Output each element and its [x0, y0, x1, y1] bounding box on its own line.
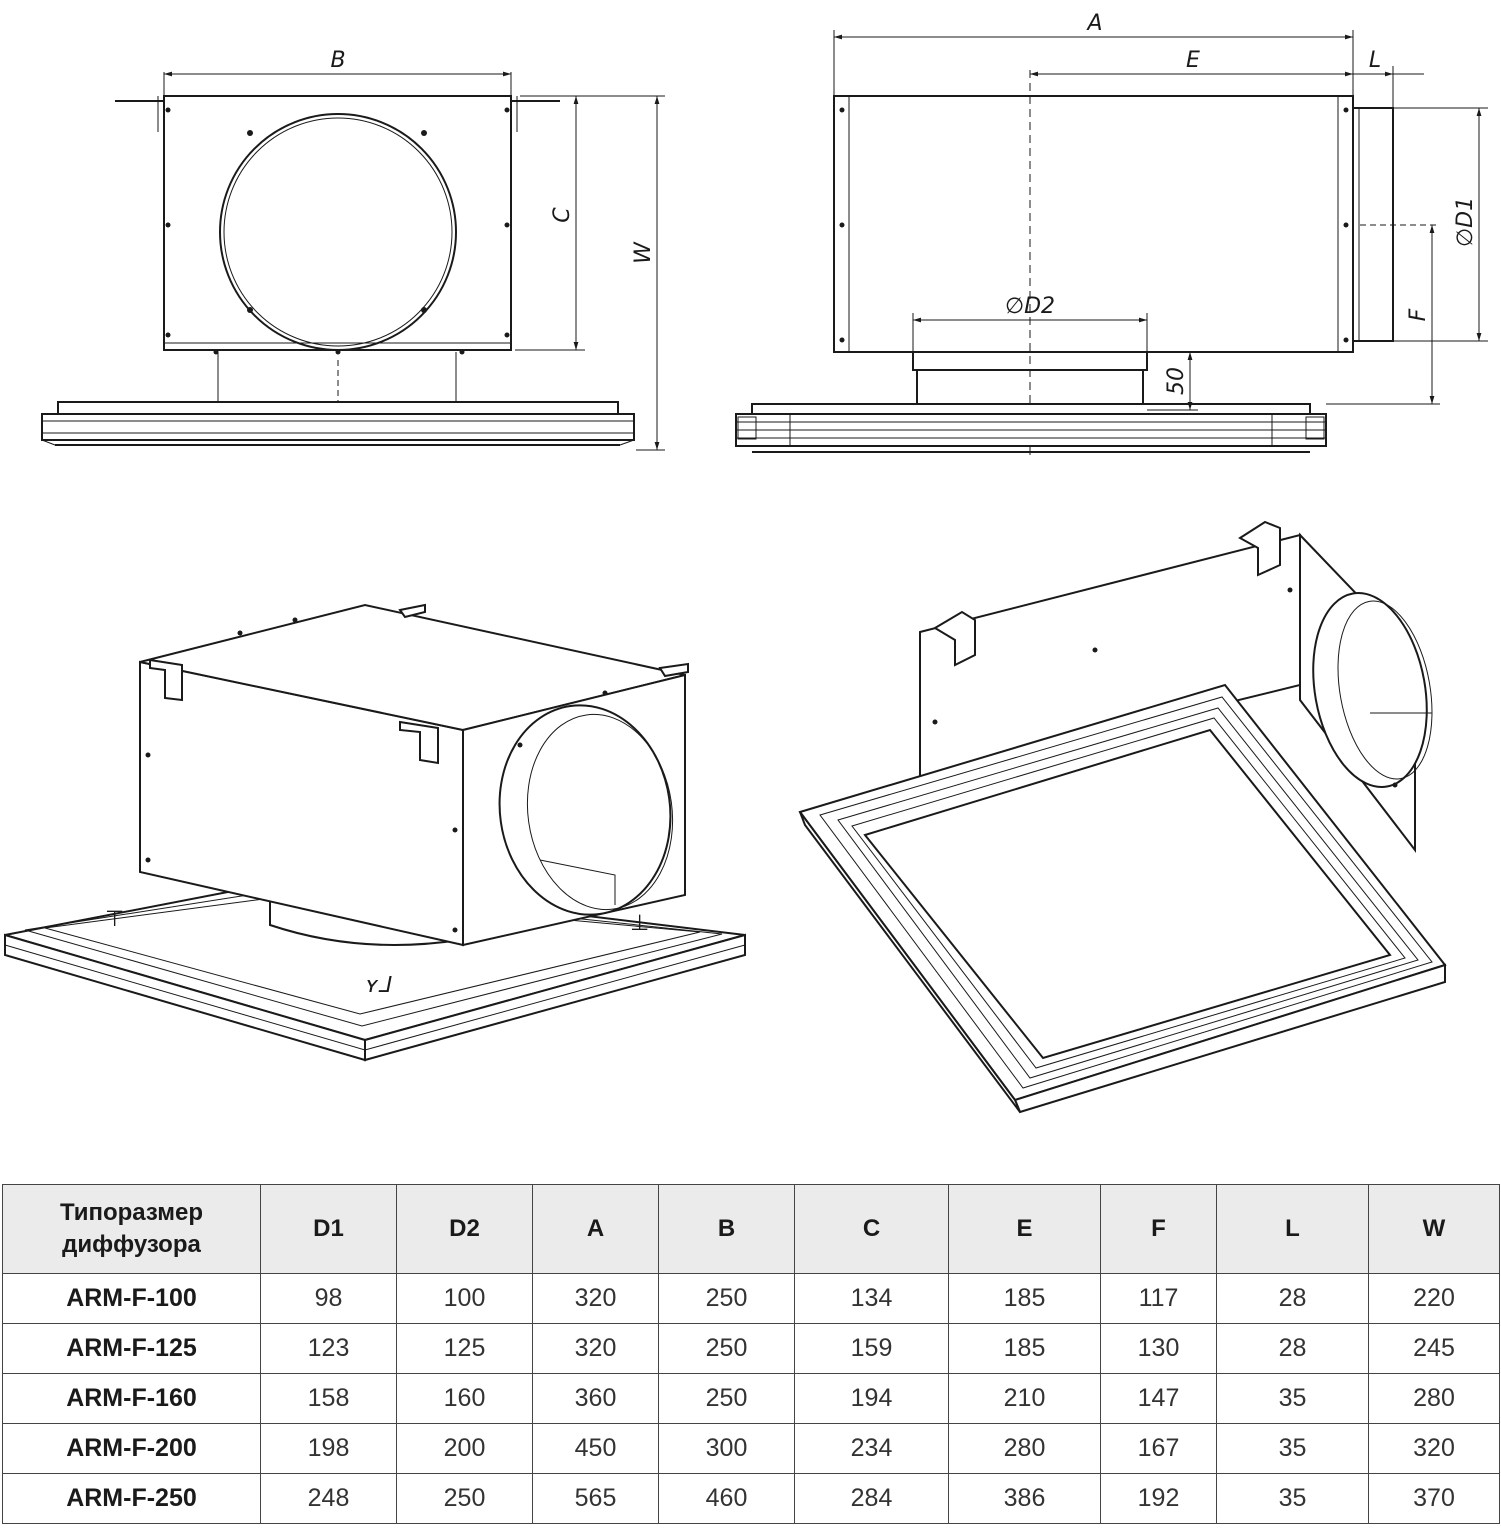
- cell-a: 320: [532, 1323, 659, 1374]
- table-row: ARM-F-100 98 100 320 250 134 185 117 28 …: [2, 1273, 1500, 1324]
- dim-label-a: A: [1085, 11, 1102, 36]
- cell-model: ARM-F-125: [2, 1323, 261, 1374]
- cell-d1: 123: [260, 1323, 397, 1374]
- cell-f: 130: [1100, 1323, 1217, 1374]
- dim-label-d1: ∅D1: [1453, 197, 1478, 247]
- cell-model: ARM-F-200: [2, 1423, 261, 1474]
- isometric-view-top: ⊤ ⊥ ʏ⅃: [4, 603, 746, 1062]
- cell-b: 460: [658, 1473, 795, 1524]
- cell-d2: 125: [396, 1323, 533, 1374]
- cell-w: 280: [1368, 1373, 1500, 1424]
- cell-d1: 98: [260, 1273, 397, 1324]
- front-view: B C W: [41, 48, 665, 451]
- cell-b: 250: [658, 1373, 795, 1424]
- cell-model: ARM-F-160: [2, 1373, 261, 1424]
- diameter-symbol: ∅: [1453, 228, 1478, 247]
- table-header-row: Типоразмер диффузора D1 D2 A B C E F L W: [2, 1184, 1500, 1274]
- header-d1: D1: [260, 1184, 397, 1274]
- cell-a: 450: [532, 1423, 659, 1474]
- cell-e: 210: [948, 1373, 1101, 1424]
- cell-w: 220: [1368, 1273, 1500, 1324]
- header-l: L: [1216, 1184, 1369, 1274]
- cell-model: ARM-F-100: [2, 1273, 261, 1324]
- header-b: B: [658, 1184, 795, 1274]
- header-f: F: [1100, 1184, 1217, 1274]
- cell-b: 250: [658, 1323, 795, 1374]
- header-e: E: [948, 1184, 1101, 1274]
- cell-e: 185: [948, 1323, 1101, 1374]
- dim-label-w: W: [631, 241, 656, 264]
- dimensions-table: Типоразмер диффузора D1 D2 A B C E F L W…: [2, 1184, 1500, 1524]
- cell-f: 192: [1100, 1473, 1217, 1524]
- dim-label-50: 50: [1164, 367, 1189, 395]
- dim-label-e: E: [1186, 48, 1200, 73]
- mark-t-1: ⊤: [105, 907, 124, 932]
- table-row: ARM-F-200 198 200 450 300 234 280 167 35…: [2, 1423, 1500, 1474]
- cell-w: 245: [1368, 1323, 1500, 1374]
- header-d2: D2: [396, 1184, 533, 1274]
- cell-l: 28: [1216, 1323, 1369, 1374]
- cell-d1: 198: [260, 1423, 397, 1474]
- cell-b: 250: [658, 1273, 795, 1324]
- dim-label-d2: ∅D2: [1005, 294, 1055, 319]
- cell-l: 35: [1216, 1373, 1369, 1424]
- cell-b: 300: [658, 1423, 795, 1474]
- cell-d2: 250: [396, 1473, 533, 1524]
- cell-f: 167: [1100, 1423, 1217, 1474]
- table-row: ARM-F-160 158 160 360 250 194 210 147 35…: [2, 1373, 1500, 1424]
- cell-d2: 160: [396, 1373, 533, 1424]
- header-a: A: [532, 1184, 659, 1274]
- mark-ve: ʏ⅃: [365, 973, 392, 998]
- side-view: A E L ∅D1 F ∅D2 50: [735, 11, 1488, 455]
- header-c: C: [794, 1184, 949, 1274]
- table-row: ARM-F-125 123 125 320 250 159 185 130 28…: [2, 1323, 1500, 1374]
- cell-w: 370: [1368, 1473, 1500, 1524]
- cell-l: 35: [1216, 1423, 1369, 1474]
- dim-label-b: B: [330, 48, 345, 73]
- header-size-line1: Типоразмер: [59, 1199, 204, 1226]
- cell-c: 284: [794, 1473, 949, 1524]
- dim-label-d1-text: D1: [1453, 197, 1478, 228]
- dim-label-f: F: [1406, 308, 1431, 321]
- header-size: Типоразмер диффузора: [2, 1184, 261, 1274]
- cell-d2: 100: [396, 1273, 533, 1324]
- cell-c: 194: [794, 1373, 949, 1424]
- cell-a: 565: [532, 1473, 659, 1524]
- cell-a: 360: [532, 1373, 659, 1424]
- cell-e: 386: [948, 1473, 1101, 1524]
- mark-t-2: ⊥: [630, 911, 649, 936]
- cell-f: 117: [1100, 1273, 1217, 1324]
- diameter-symbol-2: ∅: [1005, 294, 1024, 319]
- cell-e: 185: [948, 1273, 1101, 1324]
- dim-label-c: C: [550, 207, 575, 223]
- technical-drawings: B C W: [4, 11, 1488, 1114]
- isometric-view-bottom: [798, 520, 1447, 1114]
- cell-f: 147: [1100, 1373, 1217, 1424]
- cell-c: 159: [794, 1323, 949, 1374]
- cell-w: 320: [1368, 1423, 1500, 1474]
- cell-l: 35: [1216, 1473, 1369, 1524]
- cell-a: 320: [532, 1273, 659, 1324]
- dimensions-table-container: Типоразмер диффузора D1 D2 A B C E F L W…: [2, 1184, 1500, 1524]
- cell-c: 234: [794, 1423, 949, 1474]
- cell-e: 280: [948, 1423, 1101, 1474]
- cell-d2: 200: [396, 1423, 533, 1474]
- cell-d1: 248: [260, 1473, 397, 1524]
- cell-l: 28: [1216, 1273, 1369, 1324]
- header-size-line2: диффузора: [62, 1231, 201, 1258]
- cell-c: 134: [794, 1273, 949, 1324]
- table-row: ARM-F-250 248 250 565 460 284 386 192 35…: [2, 1473, 1500, 1524]
- dim-label-d2-text: D2: [1024, 294, 1055, 319]
- cell-d1: 158: [260, 1373, 397, 1424]
- cell-model: ARM-F-250: [2, 1473, 261, 1524]
- header-w: W: [1368, 1184, 1500, 1274]
- dim-label-l: L: [1369, 48, 1381, 73]
